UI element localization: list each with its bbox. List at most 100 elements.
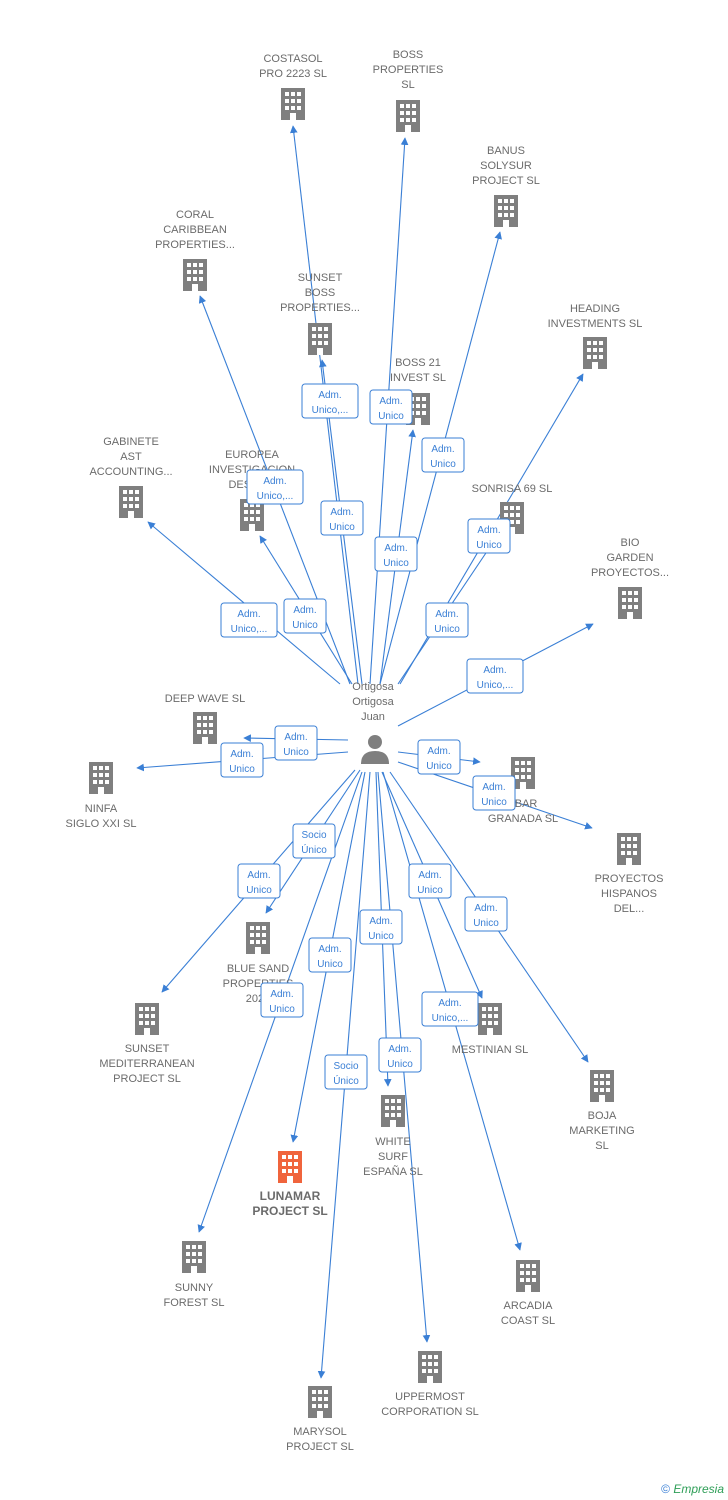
company-label-line: ESPAÑA SL — [363, 1165, 423, 1178]
relation-badge-text: Unico — [269, 1004, 295, 1015]
company-node-gabinete[interactable]: GABINETEASTACCOUNTING... — [89, 436, 173, 518]
building-icon — [246, 922, 270, 954]
building-icon — [183, 259, 207, 291]
building-icon — [308, 1386, 332, 1418]
relation-badge-text: Unico — [292, 620, 318, 631]
company-label-line: EUROPEA — [225, 449, 279, 461]
relation-badge-text: Unico,... — [312, 405, 349, 416]
building-icon — [516, 1260, 540, 1292]
company-label-line: PRO 2223 SL — [259, 68, 327, 80]
relation-badge-text: Adm. — [318, 944, 341, 955]
relation-badge-b-mestinian[interactable]: Adm.Unico — [408, 863, 452, 899]
relation-badge-b-sunset-boss[interactable]: Adm. Unico,... — [301, 383, 359, 419]
company-node-proyectos-hispanos[interactable]: PROYECTOSHISPANOSDEL... — [595, 833, 664, 915]
relation-badge-text: Adm. — [284, 732, 307, 743]
company-label-line: SIGLO XXI SL — [66, 818, 137, 830]
relation-badge-text: Adm. — [431, 444, 454, 455]
relation-badge-text: Adm. — [318, 390, 341, 401]
relation-badge-b-heading[interactable]: Adm.Unico — [425, 602, 469, 638]
relation-badge-b-boss21[interactable]: Adm. Unico — [369, 389, 413, 425]
company-label-line: SUNSET — [125, 1043, 170, 1055]
relation-badge-b-albar[interactable]: Adm.Unico — [417, 739, 461, 775]
relation-badge-text: Único — [301, 843, 327, 856]
company-label-line: WHITE — [375, 1136, 410, 1148]
building-icon — [494, 195, 518, 227]
company-label-line: BOJA — [588, 1110, 617, 1122]
relation-badge-text: Unico — [426, 761, 452, 772]
relation-badge-text: Adm. — [483, 665, 506, 676]
relation-badge-b-coral[interactable]: Adm.Unico — [283, 598, 327, 634]
relation-badge-text: Unico — [417, 885, 443, 896]
building-icon — [583, 337, 607, 369]
building-icon — [119, 486, 143, 518]
company-label-line: AST — [120, 451, 142, 463]
relation-badge-text: Unico — [378, 411, 404, 422]
relation-badge-b-ninfa[interactable]: Adm.Unico — [220, 742, 264, 778]
company-label-line: BOSS — [393, 49, 424, 61]
relation-badge-b-sunny[interactable]: Adm. Unico — [260, 982, 304, 1018]
company-node-coral[interactable]: CORALCARIBBEANPROPERTIES... — [155, 209, 235, 291]
relation-badge-b-europea[interactable]: Adm.Unico,... — [246, 469, 304, 505]
relation-badge-b-boja[interactable]: Adm.Unico — [464, 896, 508, 932]
company-node-mestinian[interactable]: MESTINIAN SL — [452, 1003, 528, 1056]
relation-badge-b-sonrisa[interactable]: Adm.Unico — [467, 518, 511, 554]
relation-badge-text: Adm. — [270, 989, 293, 1000]
company-node-bio-garden[interactable]: BIOGARDENPROYECTOS... — [591, 537, 669, 619]
relation-badge-text: Único — [333, 1074, 359, 1087]
relation-badge-b-proyectos[interactable]: Adm.Unico — [472, 775, 516, 811]
brand-logo-text[interactable]: Empresia — [673, 1482, 724, 1496]
relation-badge-b-deep-wave[interactable]: Adm.Unico — [274, 725, 318, 761]
company-label-line: PROPERTIES — [373, 64, 444, 76]
copyright-footer: © Empresia — [661, 1482, 724, 1496]
relation-badge-text: Adm. — [388, 1044, 411, 1055]
relation-badge-b-uppermost[interactable]: Adm.Unico — [378, 1037, 422, 1073]
relation-badge-b-arcadia[interactable]: Adm.Unico,... — [421, 991, 479, 1027]
relation-badge-text: Socio — [301, 830, 326, 841]
company-label-line: HEADING — [570, 303, 620, 315]
relation-badge-text: Unico — [317, 959, 343, 970]
company-label-line: SONRISA 69 SL — [472, 483, 553, 495]
relation-badge-b-banus[interactable]: Adm.Unico — [421, 437, 465, 473]
relation-badge-b-white-surf[interactable]: Adm.Unico — [359, 909, 403, 945]
relation-badge-text: Unico — [434, 624, 460, 635]
building-icon — [590, 1070, 614, 1102]
company-label-line: GRANADA SL — [488, 813, 558, 825]
relation-badge-b-boss-properties[interactable]: Adm.Unico — [374, 536, 418, 572]
company-node-deep-wave[interactable]: DEEP WAVE SL — [165, 693, 246, 744]
relation-badge-b-bio[interactable]: Adm.Unico,... — [466, 658, 524, 694]
relation-badge-text: Unico,... — [257, 491, 294, 502]
building-icon — [308, 323, 332, 355]
company-node-sunset-boss[interactable]: SUNSETBOSSPROPERTIES... — [280, 272, 360, 355]
relation-badge-text: Adm. — [369, 916, 392, 927]
company-node-sonrisa[interactable]: SONRISA 69 SL — [472, 483, 553, 534]
relation-badge-b-costasol[interactable]: Adm.Unico — [320, 500, 364, 536]
relation-badge-b-gabinete[interactable]: Adm.Unico,... — [220, 602, 278, 638]
relation-badge-text: Adm. — [379, 396, 402, 407]
company-label-line: PROYECTOS — [595, 873, 664, 885]
company-label-line: CORAL — [176, 209, 214, 221]
company-label-line: BANUS — [487, 145, 525, 157]
relation-badge-b-sunset-med[interactable]: Adm.Unico — [237, 863, 281, 899]
relation-badge-b-lunamar[interactable]: Adm. Unico — [308, 937, 352, 973]
